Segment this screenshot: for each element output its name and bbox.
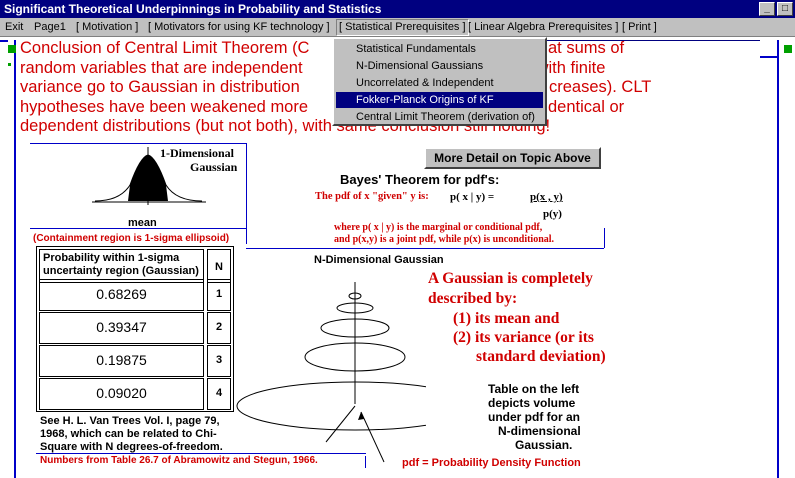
gaussian-1d-diagram bbox=[92, 147, 206, 205]
clt-line: variance go to Gaussian in distribution bbox=[20, 78, 300, 96]
clt-line: hypotheses have been weakened more bbox=[20, 97, 309, 116]
frame-left-line bbox=[14, 40, 16, 478]
frame-line bbox=[546, 40, 760, 41]
dropdown-statistical-fundamentals[interactable]: Statistical Fundamentals bbox=[356, 43, 476, 55]
bayes-title: Bayes' Theorem for pdf's: bbox=[340, 172, 500, 187]
maximize-button[interactable]: □ bbox=[777, 2, 793, 16]
menu-page1[interactable]: Page1 bbox=[34, 21, 66, 33]
table-header-probability: Probability within 1-sigma uncertainty r… bbox=[39, 249, 204, 283]
table-note-line: depicts volume bbox=[488, 396, 576, 410]
bayes-formula-lhs: p( x | y) = bbox=[450, 191, 495, 203]
reference-line: Square with N degrees-of-freedom. bbox=[40, 441, 223, 453]
menu-linear-algebra[interactable]: [ Linear Algebra Prerequisites ] bbox=[468, 21, 619, 33]
corner-marker bbox=[8, 45, 16, 53]
gaussian-desc-line: A Gaussian is completely bbox=[428, 270, 593, 287]
clt-fragment: creases). CLT bbox=[549, 78, 652, 96]
reference-source: Numbers from Table 26.7 of Abramowitz an… bbox=[40, 455, 318, 466]
table-cell-probability: 0.09020 bbox=[39, 378, 204, 410]
minimize-button[interactable]: _ bbox=[759, 2, 775, 16]
probability-table: Probability within 1-sigma uncertainty r… bbox=[36, 246, 234, 412]
nd-gaussian-title: N-Dimensional Gaussian bbox=[314, 254, 444, 266]
containment-note: (Containment region is 1-sigma ellipsoid… bbox=[33, 233, 230, 244]
frame-line bbox=[0, 40, 8, 42]
divider-line bbox=[365, 456, 366, 468]
menu-motivation[interactable]: [ Motivation ] bbox=[76, 21, 139, 33]
dropdown-uncorrelated-independent[interactable]: Uncorrelated & Independent bbox=[356, 77, 494, 89]
menu-motivators-kf[interactable]: [ Motivators for using KF technology ] bbox=[148, 21, 330, 33]
statistical-prerequisites-dropdown: Statistical Fundamentals N-Dimensional G… bbox=[332, 37, 547, 126]
gaussian-1d-title: 1-Dimensional bbox=[160, 146, 235, 160]
reference-line: 1968, which can be related to Chi- bbox=[40, 428, 217, 440]
bayes-text: The pdf of x "given" y is: bbox=[315, 191, 429, 202]
reference-line: See H. L. Van Trees Vol. I, page 79, bbox=[40, 415, 220, 427]
table-cell-probability: 0.68269 bbox=[39, 279, 204, 311]
menu-bar: Exit Page1 [ Motivation ] [ Motivators f… bbox=[0, 18, 795, 37]
gaussian-axis-label: mean bbox=[128, 217, 157, 229]
table-note-line: N-dimensional bbox=[498, 424, 581, 438]
table-note-line: under pdf for an bbox=[488, 410, 580, 424]
bayes-formula-denominator: p(y) bbox=[543, 208, 562, 220]
bayes-where-line: where p( x | y) is the marginal or condi… bbox=[334, 222, 543, 233]
gaussian-1d-title: Gaussian bbox=[190, 160, 238, 174]
clt-line: Conclusion of Central Limit Theorem (C bbox=[20, 39, 310, 57]
table-cell-n: 4 bbox=[207, 378, 231, 410]
menu-statistical-prerequisites[interactable]: [ Statistical Prerequisites ] bbox=[336, 19, 469, 36]
title-bar: Significant Theoretical Underpinnings in… bbox=[0, 0, 795, 18]
gaussian-desc-line: (1) its mean and bbox=[453, 310, 560, 327]
clt-fragment: dentical or bbox=[548, 97, 625, 116]
menu-exit[interactable]: Exit bbox=[5, 21, 24, 33]
table-header-n: N bbox=[207, 249, 231, 283]
corner-marker bbox=[784, 45, 792, 53]
divider-line bbox=[246, 143, 247, 244]
divider-line bbox=[30, 143, 246, 144]
frame-right-line bbox=[777, 40, 779, 478]
bayes-formula-numerator: p(x , y) bbox=[530, 191, 563, 203]
dropdown-central-limit-theorem[interactable]: Central Limit Theorem (derivation of) bbox=[356, 111, 535, 123]
more-detail-button[interactable]: More Detail on Topic Above bbox=[424, 147, 601, 169]
table-cell-probability: 0.39347 bbox=[39, 312, 204, 344]
clt-line: dependent distributions (but not both), … bbox=[20, 117, 551, 135]
table-note-line: Gaussian. bbox=[515, 438, 573, 452]
table-cell-n: 2 bbox=[207, 312, 231, 344]
bayes-where-line: and p(x,y) is a joint pdf, while p(x) is… bbox=[334, 234, 555, 245]
divider-line bbox=[36, 453, 366, 454]
pdf-definition: pdf = Probability Density Function bbox=[402, 457, 581, 469]
nd-gaussian-diagram bbox=[236, 282, 426, 463]
divider-line bbox=[604, 228, 605, 248]
table-note-line: Table on the left bbox=[488, 382, 580, 396]
table-cell-n: 1 bbox=[207, 279, 231, 311]
divider-line bbox=[246, 248, 604, 249]
menu-print[interactable]: [ Print ] bbox=[622, 21, 657, 33]
table-cell-n: 3 bbox=[207, 345, 231, 377]
dropdown-fokker-planck[interactable]: Fokker-Planck Origins of KF bbox=[336, 92, 543, 108]
gaussian-desc-line: standard deviation) bbox=[476, 348, 606, 365]
gaussian-desc-line: (2) its variance (or its bbox=[453, 329, 594, 346]
gaussian-desc-line: described by: bbox=[428, 290, 518, 307]
table-cell-probability: 0.19875 bbox=[39, 345, 204, 377]
clt-paragraph: Conclusion of Central Limit Theorem (C r… bbox=[20, 39, 640, 137]
divider-line bbox=[30, 228, 246, 229]
clt-fragment: at sums of bbox=[548, 39, 625, 57]
dropdown-n-dimensional-gaussians[interactable]: N-Dimensional Gaussians bbox=[356, 60, 484, 72]
clt-line: random variables that are independent bbox=[20, 58, 303, 77]
frame-line bbox=[760, 56, 777, 58]
corner-marker bbox=[8, 63, 11, 66]
window-title: Significant Theoretical Underpinnings in… bbox=[4, 2, 382, 16]
